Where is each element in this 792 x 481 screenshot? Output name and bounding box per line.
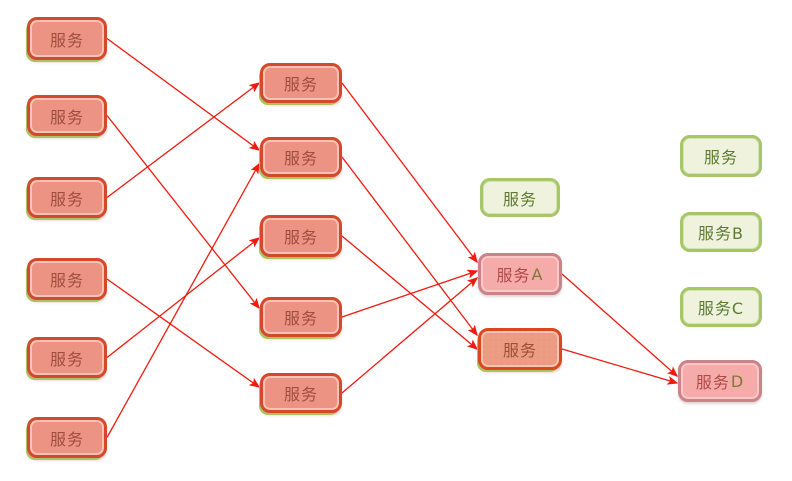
service-node-l6[interactable]: 服务 (27, 417, 107, 458)
node-label: 服务 (703, 148, 738, 167)
edge-m1-to-a (341, 82, 478, 264)
edge-m4-to-a (341, 269, 479, 318)
service-node-l3[interactable]: 服务 (27, 177, 107, 218)
service-node-l4[interactable]: 服务 (27, 258, 107, 300)
node-label: 服务 (283, 385, 318, 404)
edge-m5-to-a (341, 277, 479, 394)
service-node-m2[interactable]: 服务 (260, 137, 342, 177)
service-node-m4[interactable]: 服务 (260, 297, 342, 337)
service-node-l1[interactable]: 服务 (27, 17, 107, 60)
node-label: 服务 (496, 266, 531, 285)
service-node-l5[interactable]: 服务 (27, 337, 107, 378)
edge-l5-to-m3 (106, 237, 261, 359)
node-label: 服务 (502, 341, 537, 360)
service-node-g2[interactable]: 服务 (680, 135, 762, 177)
edge-l1-to-m2 (106, 37, 261, 151)
node-label: 服务 (283, 228, 318, 247)
node-label: 服务C (697, 299, 745, 318)
service-node-m5[interactable]: 服务 (260, 373, 342, 413)
node-label: 服务 (283, 75, 318, 94)
service-node-b[interactable]: 服务B (680, 212, 762, 252)
service-node-c[interactable]: 服务C (680, 287, 762, 327)
node-label-suffix: D (730, 371, 745, 391)
edge-l2-to-m4 (106, 115, 260, 310)
node-label: 服务 (283, 309, 318, 328)
edge-m2-to-r (341, 156, 478, 337)
node-label: 服务 (49, 429, 84, 449)
edge-m3-to-r (341, 235, 479, 350)
node-label: 服务 (49, 349, 84, 369)
node-label: 服务 (283, 149, 318, 168)
service-node-m1[interactable]: 服务 (260, 63, 342, 103)
service-node-g1[interactable]: 服务 (480, 178, 560, 217)
node-label: 服务 (49, 30, 84, 50)
edge-l3-to-m1 (106, 82, 261, 199)
edge-l4-to-m5 (106, 278, 261, 388)
edge-a-to-d (561, 273, 679, 377)
service-node-m3[interactable]: 服务 (260, 215, 342, 257)
node-label: 服务B (698, 224, 744, 243)
edge-r-to-d (561, 348, 679, 385)
service-node-r[interactable]: 服务 (478, 328, 562, 370)
node-label-suffix: A (531, 264, 544, 284)
node-label: 服务 (49, 271, 84, 290)
service-node-l2[interactable]: 服务 (27, 95, 107, 136)
node-label: 服务 (502, 189, 537, 209)
node-label: 服务 (49, 107, 84, 127)
edge-l6-to-m2 (106, 162, 260, 438)
node-label: 服务 (695, 373, 730, 392)
node-label: 服务 (49, 189, 84, 209)
